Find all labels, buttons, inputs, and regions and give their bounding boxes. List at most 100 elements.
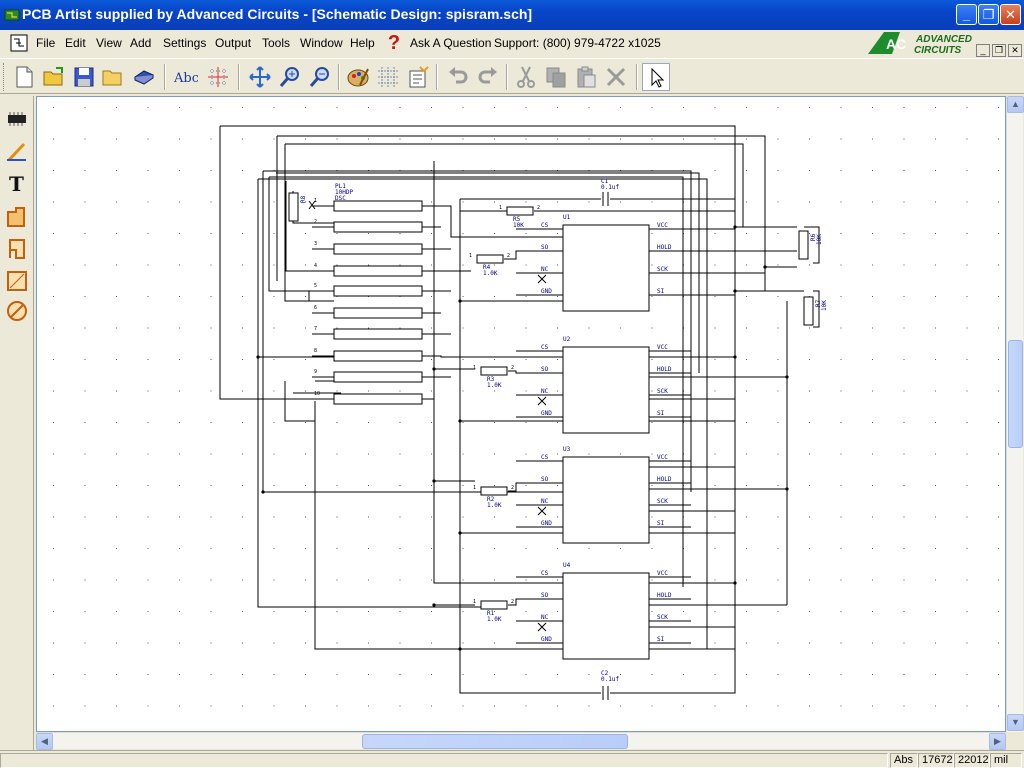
minimize-button[interactable]: _ (956, 4, 977, 25)
junction-dot (785, 375, 789, 379)
ask-question-link[interactable]: Ask A Question (410, 36, 492, 50)
menu-window[interactable]: Window (300, 36, 343, 50)
paste-button[interactable] (572, 63, 600, 91)
chip-pin-label: VCC (657, 344, 668, 351)
zoom-out-button[interactable] (306, 63, 334, 91)
document-icon (10, 34, 28, 52)
scroll-right-arrow[interactable]: ▶ (989, 733, 1006, 750)
toolbar-separator (436, 64, 438, 90)
spellcheck-button[interactable]: Abc (172, 63, 200, 91)
open-button[interactable] (40, 63, 68, 91)
redo-button[interactable] (474, 63, 502, 91)
horizontal-scrollbar[interactable]: ◀ ▶ (36, 732, 1006, 750)
resistor-body (476, 254, 504, 264)
wire (219, 126, 334, 400)
chip-pin-label: SCK (657, 614, 668, 621)
wire (314, 401, 563, 650)
grid-button[interactable] (204, 63, 232, 91)
zoom-in-icon (279, 67, 299, 87)
chip-pin-label: NC (541, 614, 549, 621)
properties-button[interactable] (404, 63, 432, 91)
grid-snap-button[interactable] (374, 63, 402, 91)
chip-pin-label: NC (541, 498, 549, 505)
resistor-ref: R4 (483, 264, 491, 271)
zoom-fit-button[interactable] (246, 63, 274, 91)
junction-dot (432, 479, 436, 483)
chip-pin-label: SCK (657, 388, 668, 395)
shape-alt-icon[interactable] (4, 236, 30, 262)
vertical-scrollbar[interactable]: ▲ ▼ (1006, 96, 1024, 732)
scroll-left-arrow[interactable]: ◀ (36, 733, 53, 750)
menu-help[interactable]: Help (350, 36, 375, 50)
toolbar-separator (338, 64, 340, 90)
menu-view[interactable]: View (96, 36, 122, 50)
junction-dot (733, 225, 737, 229)
wire (220, 125, 736, 399)
zoom-fit-icon (249, 66, 271, 88)
text-icon[interactable]: T (4, 170, 30, 196)
chip-pin-label: GND (541, 520, 552, 527)
folder-button[interactable] (98, 63, 126, 91)
title-bar[interactable]: PCB Artist supplied by Advanced Circuits… (0, 0, 1024, 30)
svg-text:Abc: Abc (174, 71, 198, 86)
save-button[interactable] (70, 63, 98, 91)
status-coord-mode: Abs (890, 753, 918, 768)
chip-pin-label: HOLD (657, 244, 672, 251)
capacitor-plates (602, 686, 609, 700)
shape-icon[interactable] (4, 204, 30, 230)
chip-ref: U1 (563, 214, 571, 221)
mdi-restore-button[interactable]: ❐ (992, 44, 1006, 57)
chip-body (562, 572, 650, 660)
app-icon (4, 9, 20, 21)
logo-line1: ADVANCED (915, 34, 972, 45)
scroll-up-arrow[interactable]: ▲ (1007, 96, 1024, 113)
wire (285, 143, 744, 227)
chip-pin-label: CS (541, 222, 549, 229)
circle-icon[interactable] (4, 298, 30, 324)
wire-icon[interactable] (4, 138, 30, 164)
connector-pin-box (333, 371, 423, 383)
question-icon[interactable]: ? (387, 32, 401, 54)
toolbar-grip[interactable] (3, 63, 6, 91)
vertical-scroll-thumb[interactable] (1008, 340, 1023, 448)
close-button[interactable]: ✕ (1000, 4, 1021, 25)
copy-button[interactable] (542, 63, 570, 91)
no-connect-mark (308, 200, 316, 210)
mdi-minimize-button[interactable]: _ (976, 44, 990, 57)
library-button[interactable] (130, 63, 158, 91)
wire (735, 226, 820, 264)
junction-dot (733, 581, 737, 585)
undo-button[interactable] (444, 63, 472, 91)
menu-tools[interactable]: Tools (262, 36, 291, 50)
scroll-down-arrow[interactable]: ▼ (1007, 714, 1024, 731)
no-connect-mark (537, 622, 547, 632)
delete-button[interactable] (602, 63, 630, 91)
capacitor-plates (602, 192, 609, 206)
rectangle-icon[interactable] (4, 268, 30, 294)
menu-file[interactable]: File (36, 36, 56, 50)
resistor-body (803, 296, 814, 326)
zoom-in-button[interactable] (276, 63, 304, 91)
new-button[interactable] (10, 63, 38, 91)
mdi-close-button[interactable]: ✕ (1008, 44, 1022, 57)
schematic-drawing[interactable]: 12345678910PL110HDPDSCU1CSSONCGNDVCCHOLD… (37, 97, 1006, 732)
palette-button[interactable] (344, 63, 372, 91)
menu-output[interactable]: Output (215, 36, 252, 50)
maximize-button[interactable]: ❐ (978, 4, 999, 25)
menu-edit[interactable]: Edit (65, 36, 86, 50)
horizontal-scroll-thumb[interactable] (362, 734, 628, 749)
resistor-body (480, 486, 508, 496)
wire (610, 691, 736, 694)
menu-settings[interactable]: Settings (163, 36, 207, 50)
wire (277, 135, 766, 291)
menu-add[interactable]: Add (130, 36, 152, 50)
cut-button[interactable] (512, 63, 540, 91)
connector-pin-box (333, 200, 423, 212)
component-icon[interactable] (4, 106, 30, 132)
chip-ref: U4 (563, 562, 571, 569)
capacitor-c1: C10.1uf (601, 178, 619, 206)
select-pointer-button[interactable] (642, 63, 670, 91)
